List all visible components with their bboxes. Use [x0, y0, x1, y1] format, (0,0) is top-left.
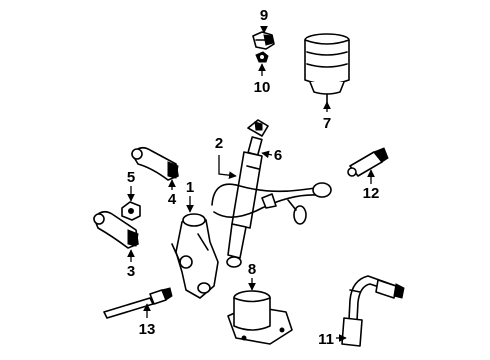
part-13-pin [103, 287, 173, 319]
callout-8: 8 [248, 261, 256, 278]
leader-lines [127, 25, 375, 342]
part-2-upper-arm [211, 182, 332, 225]
part-7-air-spring [304, 33, 350, 105]
part-3-control-arm [93, 210, 139, 249]
callout-5: 5 [127, 169, 135, 186]
part-6-strut [226, 119, 269, 268]
part-12-sensor [347, 147, 389, 177]
callout-12: 12 [363, 185, 380, 202]
part-5-bushing [121, 201, 141, 221]
callout-1: 1 [186, 179, 194, 196]
part-9-nut [252, 31, 275, 50]
part-11-air-line [341, 275, 405, 347]
callout-13: 13 [139, 321, 156, 338]
part-8-compressor [227, 290, 293, 345]
part-4-control-arm [131, 146, 179, 181]
callout-6: 6 [274, 147, 282, 164]
callout-4: 4 [168, 191, 177, 208]
callout-10: 10 [254, 79, 271, 96]
part-1-knuckle [171, 213, 219, 299]
callout-11: 11 [318, 331, 334, 348]
callout-2: 2 [215, 135, 223, 152]
callout-9: 9 [260, 7, 268, 24]
part-10-washer [255, 51, 269, 63]
callout-7: 7 [323, 115, 331, 132]
callout-3: 3 [127, 263, 135, 280]
